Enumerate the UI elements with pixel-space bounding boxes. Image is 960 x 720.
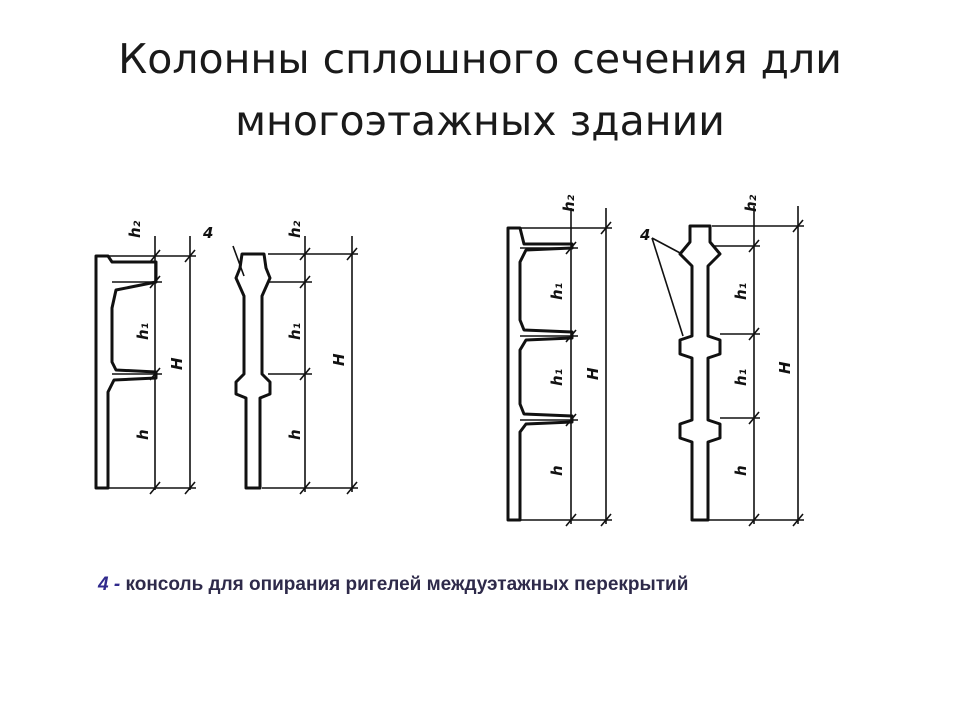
column-3-dimension-lines: [512, 208, 612, 527]
column-1-labels: h₂ h₁ h H: [126, 220, 186, 440]
legend-number: 4 -: [98, 574, 121, 595]
label-H: H: [168, 357, 186, 370]
label-h: h: [548, 465, 566, 476]
console-mark: 4: [202, 224, 213, 242]
label-h2: h₂: [286, 220, 304, 238]
label-H: H: [330, 353, 348, 366]
column-4-dimension-lines: [651, 206, 804, 527]
legend-caption: 4 - консоль для опирания ригелей междуэт…: [98, 574, 938, 596]
label-h: h: [732, 465, 750, 476]
console-mark: 4: [639, 226, 650, 244]
column-4-outline: [678, 224, 722, 522]
label-H: H: [776, 361, 794, 374]
column-2-dimension-lines: [232, 236, 358, 495]
label-h2: h₂: [126, 220, 144, 238]
label-h1: h₁: [286, 323, 304, 340]
legend-text: консоль для опирания ригелей междуэтажны…: [120, 574, 689, 595]
column-2-outline: [234, 252, 272, 490]
column-4-labels: 4 h₂ h₁ h₁ h H: [639, 194, 794, 476]
slide-title-line-1: Колонны сплошного сечения дли: [118, 35, 842, 83]
label-h1: h₁: [134, 323, 152, 340]
column-1-dimension-lines: [100, 236, 196, 495]
label-h1: h₁: [732, 369, 750, 386]
column-2-labels: 4 h₂ h₁ h H: [202, 220, 348, 440]
slide-title: Колонны сплошного сечения дли многоэтажн…: [0, 28, 960, 152]
label-h: h: [134, 429, 152, 440]
label-h1: h₁: [548, 283, 566, 300]
label-h2: h₂: [560, 194, 578, 212]
column-3-labels: h₂ h₁ h₁ h H: [548, 194, 602, 476]
slide-title-line-2: многоэтажных здании: [235, 97, 725, 145]
label-h1: h₁: [732, 283, 750, 300]
label-h: h: [286, 429, 304, 440]
label-h2: h₂: [742, 194, 760, 212]
column-1-outline: [94, 254, 158, 490]
label-H: H: [584, 367, 602, 380]
label-h1: h₁: [548, 369, 566, 386]
